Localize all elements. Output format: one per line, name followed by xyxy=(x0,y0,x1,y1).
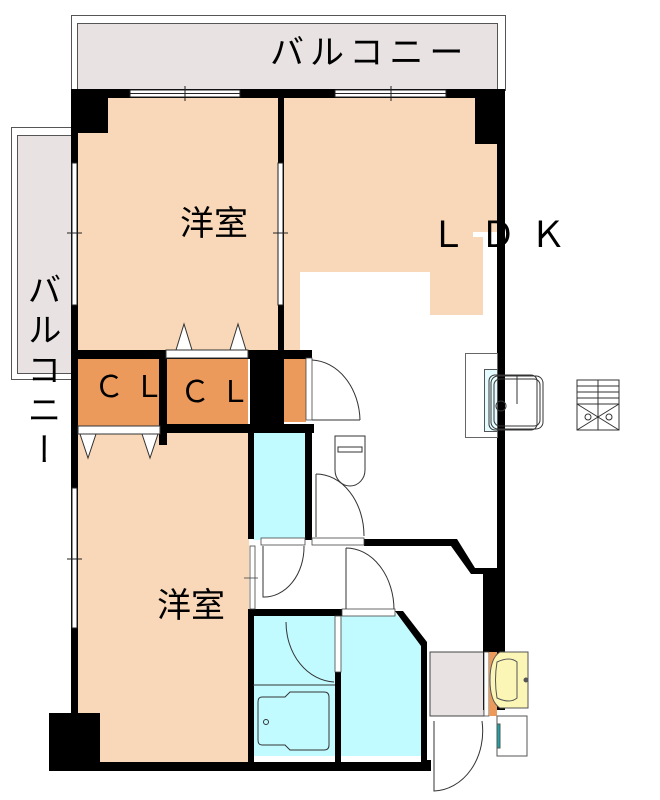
ldk-label: ＬＤＫ xyxy=(430,215,581,256)
kitchen-sink-icon xyxy=(490,375,544,430)
balcony-top-label: バルコニー xyxy=(270,33,470,73)
toilet-icon xyxy=(334,435,366,487)
washbasin-icon xyxy=(489,651,529,709)
western-room-lower-label: 洋室 xyxy=(157,586,225,626)
kitchen-counter xyxy=(465,353,538,438)
door-openings xyxy=(244,357,490,717)
balcony-left xyxy=(11,127,74,380)
closet-right-label: ＣＬ xyxy=(180,375,260,410)
western-room-upper-label: 洋室 xyxy=(180,204,248,244)
closets xyxy=(78,358,306,426)
closet-left-label: ＣＬ xyxy=(94,370,174,405)
washing-machine-icon xyxy=(496,715,528,757)
bathtub-icon xyxy=(253,684,335,751)
closet-doors xyxy=(77,322,249,460)
door-swings xyxy=(262,359,484,792)
room-floors xyxy=(77,96,497,770)
balcony-top xyxy=(71,15,506,92)
wet-areas xyxy=(253,432,485,756)
stove-icon xyxy=(576,379,620,431)
windows xyxy=(67,86,447,629)
balcony-left-label: バルコニー xyxy=(21,272,61,472)
